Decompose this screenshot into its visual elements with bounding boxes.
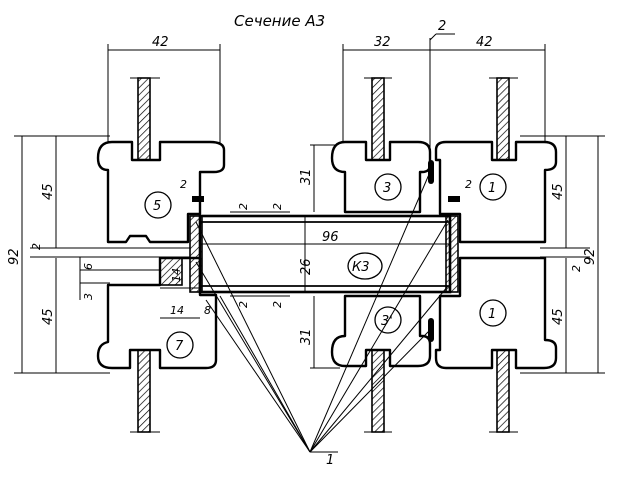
- dim-right-upper: 45: [551, 183, 566, 200]
- dim-center-height: 26: [299, 258, 314, 275]
- dim-right-overall: 92: [583, 248, 598, 265]
- dim-center-width: 96: [322, 230, 339, 245]
- left-dimensions: 92 45 45 2 6 3: [7, 135, 190, 374]
- dim-mid-top-31: 31: [299, 168, 314, 185]
- label-profile-3-top: 3: [383, 181, 391, 196]
- top-dimensions: 42 32 42 2: [107, 19, 546, 150]
- dim-top-right: 42: [476, 35, 493, 50]
- dim-gap-mid-bottom: 2: [271, 301, 284, 308]
- seals: [192, 160, 460, 342]
- drawing-title: Сечение А3: [234, 12, 325, 30]
- label-profile-3-bottom: 3': [381, 314, 393, 329]
- label-profile-1-bottom: 1: [488, 307, 496, 322]
- profile-3-top: 3: [330, 140, 432, 214]
- dim-gap-1: 2: [465, 178, 472, 191]
- dim-right-gap: 2: [570, 265, 583, 272]
- label-center-k3: К3: [352, 260, 370, 275]
- middle-dimensions: 31 31 2 2 2 2 96 26: [200, 144, 450, 369]
- dim-gap-top-left: 2: [237, 203, 250, 210]
- dim-gap-mid-top: 2: [271, 203, 284, 210]
- label-profile-5: 5: [153, 199, 161, 214]
- profile-5: 5 2: [96, 140, 226, 244]
- dim-left-3: 3: [82, 293, 95, 300]
- center-profile-k3: К3: [189, 214, 459, 294]
- dim-left-gap: 2: [30, 243, 43, 250]
- profile-1-top: 1 2: [434, 140, 558, 244]
- dim-left-14-v: 14: [170, 268, 183, 282]
- dim-left-overall: 92: [7, 248, 22, 265]
- label-profile-1-top: 1: [488, 181, 496, 196]
- dim-mid-bottom-31: 31: [299, 328, 314, 345]
- dim-left-14-h: 14: [170, 304, 184, 317]
- profile-7: 7 14 14 8: [96, 256, 218, 370]
- dim-right-lower: 45: [551, 308, 566, 325]
- dim-left-upper: 45: [41, 183, 56, 200]
- dim-gap-5: 2: [180, 178, 187, 191]
- profile-3-bottom: 3': [330, 294, 432, 368]
- glazing-bars: [130, 77, 518, 433]
- dim-left-6: 6: [82, 263, 95, 270]
- dim-top-mid: 32: [374, 35, 391, 50]
- callout-top: 2: [438, 19, 446, 34]
- dim-gap-bottom-left: 2: [237, 301, 250, 308]
- label-profile-7: 7: [175, 339, 184, 354]
- right-dimensions: 92 45 45 2: [520, 135, 605, 374]
- dim-left-8: 8: [204, 304, 211, 317]
- dim-top-left: 42: [152, 35, 169, 50]
- profile-1-bottom: 1: [434, 256, 558, 370]
- callout-bottom: 1: [326, 453, 334, 468]
- leader-lines: 1: [195, 171, 449, 468]
- dim-left-lower: 45: [41, 308, 56, 325]
